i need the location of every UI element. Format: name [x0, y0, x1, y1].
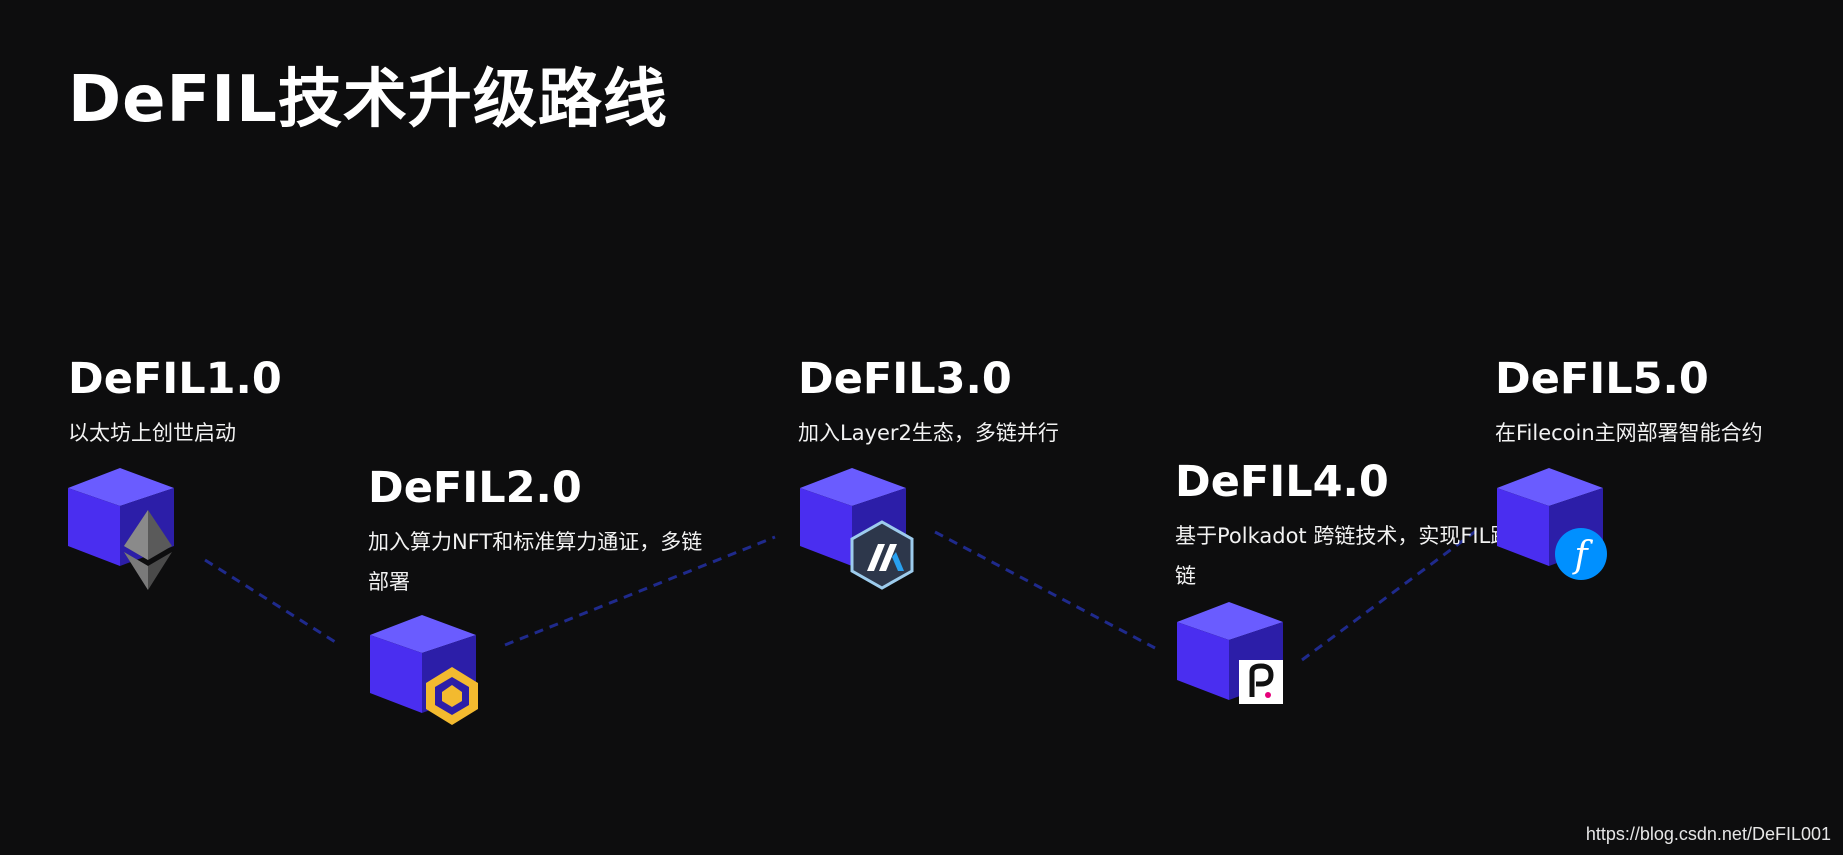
arbitrum-icon	[850, 520, 914, 590]
connector-line-4-5	[1301, 526, 1481, 662]
connector-line-2-3	[504, 535, 776, 647]
roadmap-stage-1: DeFIL1.0 以太坊上创世启动	[68, 358, 368, 453]
stage-desc: 基于Polkadot 跨链技术，实现FIL跨链	[1175, 524, 1512, 588]
stage-name: DeFIL5.0	[1495, 354, 1709, 404]
roadmap-stage-5: DeFIL5.0 在Filecoin主网部署智能合约	[1495, 358, 1835, 453]
stage-desc: 以太坊上创世启动	[68, 421, 236, 445]
stage-name: DeFIL2.0	[368, 463, 582, 513]
connector-line-3-4	[934, 530, 1156, 650]
ethereum-icon	[124, 510, 172, 590]
cube-icon-stage-5: f	[1497, 468, 1607, 580]
stage-name: DeFIL3.0	[798, 354, 1012, 404]
watermark-url: https://blog.csdn.net/DeFIL001	[1585, 824, 1831, 844]
roadmap-stage-4: DeFIL4.0 基于Polkadot 跨链技术，实现FIL跨链	[1175, 461, 1515, 596]
stage-name: DeFIL1.0	[68, 354, 282, 404]
page-title: DeFIL技术升级路线	[68, 63, 668, 137]
polkadot-icon	[1239, 660, 1283, 704]
cube-icon-stage-2	[370, 615, 478, 725]
roadmap-stage-3: DeFIL3.0 加入Layer2生态，多链并行	[798, 358, 1138, 453]
stage-desc: 加入Layer2生态，多链并行	[798, 421, 1059, 445]
cube-icon-stage-3	[800, 468, 914, 590]
filecoin-icon: f	[1555, 528, 1607, 580]
stage-desc: 加入算力NFT和标准算力通证，多链部署	[368, 530, 703, 594]
stage-desc: 在Filecoin主网部署智能合约	[1495, 421, 1763, 445]
cube-icon-stage-4	[1177, 602, 1283, 704]
connector-line-1-2	[204, 558, 341, 647]
roadmap-stage-2: DeFIL2.0 加入算力NFT和标准算力通证，多链部署	[368, 467, 708, 602]
stage-name: DeFIL4.0	[1175, 457, 1389, 507]
cube-icon-stage-1	[68, 468, 174, 590]
binance-icon	[426, 667, 478, 725]
